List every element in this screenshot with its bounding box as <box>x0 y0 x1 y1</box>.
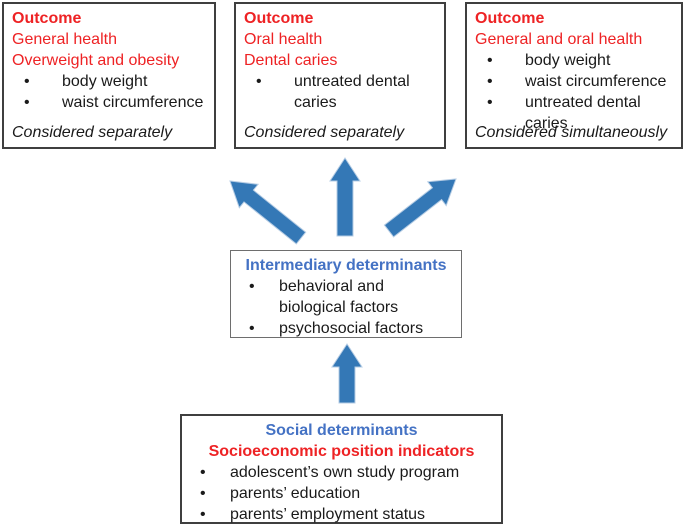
bullet-dot: • <box>249 278 255 295</box>
bullet-text: parents’ employment status <box>230 506 426 523</box>
box-note: Considered separately <box>244 124 405 141</box>
bullet-item: • untreated dental caries <box>244 71 436 113</box>
bullet-item: • untreated dental caries <box>475 92 673 134</box>
bullet-item: • behavioral and biological factors <box>239 276 453 318</box>
outcome-box-general-and-oral-health: Outcome General and oral health • body w… <box>465 2 683 149</box>
bullet-text: body weight <box>62 73 148 90</box>
bullet-text: parents’ education <box>230 485 361 502</box>
box-note: Considered separately <box>12 124 173 141</box>
bullet-text: body weight <box>525 52 611 69</box>
up-arrow-icon <box>329 157 361 237</box>
box-subtitle-line: Overweight and obesity <box>12 52 180 69</box>
outcome-box-oral-health: Outcome Oral health Dental caries • untr… <box>234 2 446 149</box>
bullet-item: • waist circumference <box>12 92 206 113</box>
bullet-text: waist circumference <box>62 94 204 111</box>
bullet-text: waist circumference <box>525 73 667 90</box>
box-note: Considered simultaneously <box>475 124 668 141</box>
bullet-text: behavioral and biological factors <box>279 278 399 316</box>
box-title: Outcome <box>12 10 82 27</box>
bullet-text: adolescent’s own study program <box>230 464 460 481</box>
box-subtitle-line: Dental caries <box>244 52 338 69</box>
box-subtitle-line: General health <box>12 31 117 48</box>
bullet-item: • adolescent’s own study program <box>190 462 493 483</box>
bullet-dot: • <box>24 73 30 90</box>
bullet-item: • parents’ employment status <box>190 504 493 525</box>
box-subtitle: Socioeconomic position indicators <box>208 443 475 460</box>
bullet-dot: • <box>200 464 206 481</box>
social-to-intermediary-arrow-icon <box>331 343 363 404</box>
bullet-text: psychosocial factors <box>279 320 424 337</box>
box-title: Outcome <box>244 10 314 27</box>
bullet-dot: • <box>487 94 493 111</box>
up-right-arrow-icon <box>383 178 457 238</box>
bullet-text: untreated dental caries <box>294 73 410 111</box>
bullet-text: untreated dental caries <box>525 94 641 132</box>
bullet-item: • waist circumference <box>475 71 673 92</box>
bullet-dot: • <box>200 485 206 502</box>
outcome-box-general-health: Outcome General health Overweight and ob… <box>2 2 216 149</box>
bullet-dot: • <box>200 506 206 523</box>
up-left-arrow-icon <box>229 180 307 245</box>
bullet-dot: • <box>24 94 30 111</box>
intermediary-determinants-box: Intermediary determinants • behavioral a… <box>230 250 462 338</box>
bullet-dot: • <box>256 73 262 90</box>
bullet-dot: • <box>487 73 493 90</box>
box-title: Social determinants <box>265 422 418 439</box>
social-determinants-box: Social determinants Socioeconomic positi… <box>180 414 503 524</box>
bullet-item: • body weight <box>12 71 206 92</box>
box-title: Intermediary determinants <box>245 257 447 274</box>
bullet-dot: • <box>249 320 255 337</box>
box-title: Outcome <box>475 10 545 27</box>
box-subtitle-line: General and oral health <box>475 31 643 48</box>
box-subtitle-line: Oral health <box>244 31 323 48</box>
bullet-item: • body weight <box>475 50 673 71</box>
bullet-item: • parents’ education <box>190 483 493 504</box>
bullet-dot: • <box>487 52 493 69</box>
bullet-item: • psychosocial factors <box>239 318 453 339</box>
